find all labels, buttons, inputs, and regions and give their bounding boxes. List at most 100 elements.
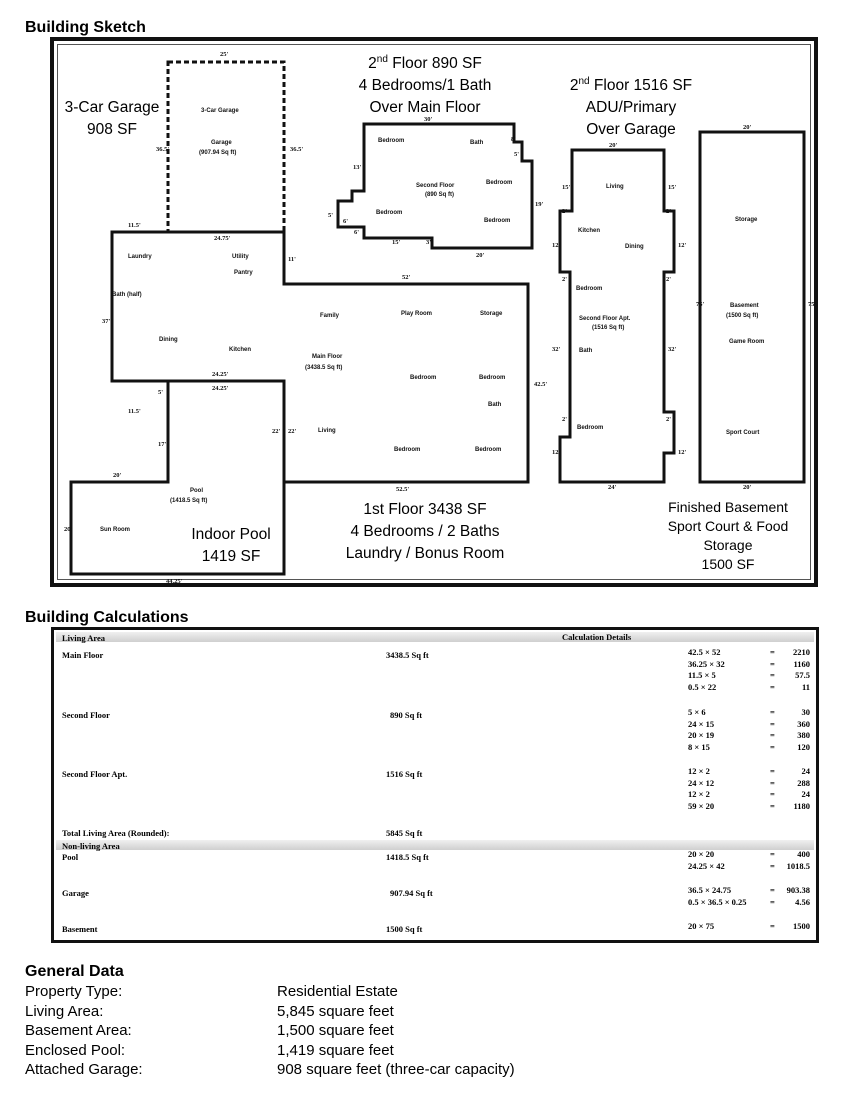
garage-area: (907.94 Sq ft) xyxy=(199,150,236,156)
dimension-label: 30' xyxy=(424,116,433,123)
first-floor-caption: 1st Floor 3438 SF 4 Bedrooms / 2 Baths L… xyxy=(320,499,530,565)
second-floor-caption: 2nd Floor 890 SF 4 Bedrooms/1 Bath Over … xyxy=(320,53,530,119)
bedroom-label: Bedroom xyxy=(479,375,505,381)
dimension-label: 2' xyxy=(666,416,671,423)
calc-equals: = xyxy=(770,707,775,717)
living-area-header-band xyxy=(56,632,814,642)
main-floor-label: Main Floor xyxy=(312,354,343,360)
dimension-label: 24.25' xyxy=(212,385,229,392)
dimension-label: 22' xyxy=(288,428,297,435)
apt-kitchen-label: Kitchen xyxy=(578,228,600,234)
game-room-label: Game Room xyxy=(729,339,764,345)
caption-line: ADU/Primary xyxy=(585,99,677,116)
general-data-value: 908 square feet (three-car capacity) xyxy=(277,1061,515,1078)
calc-row-area: 890 Sq ft xyxy=(390,710,423,720)
caption-line: Over Garage xyxy=(586,121,676,138)
second-floor-area: (890 Sq ft) xyxy=(425,192,454,198)
apt-area: (1516 Sq ft) xyxy=(592,325,624,331)
bath-label: Bath xyxy=(579,348,593,354)
dimension-label: 8' xyxy=(511,136,516,143)
utility-label: Utility xyxy=(232,254,249,260)
dimension-label: 12' xyxy=(552,242,561,249)
calc-formula: 59 × 20 xyxy=(688,800,715,811)
calc-result: 400 xyxy=(797,849,810,859)
general-data-value: 1,500 square feet xyxy=(277,1022,394,1039)
calc-result: 1018.5 xyxy=(786,860,810,871)
calc-formula: 8 × 15 xyxy=(688,741,710,752)
dimension-label: 52' xyxy=(402,274,411,281)
calc-formula: 12 × 2 xyxy=(688,789,710,799)
dimension-label: 6' xyxy=(343,218,348,225)
calc-row-area: 1418.5 Sq ft xyxy=(386,852,429,862)
storage-label: Storage xyxy=(480,311,503,317)
calc-equals: = xyxy=(770,681,775,692)
calc-equals: = xyxy=(770,647,775,657)
pool-caption: Indoor Pool 1419 SF xyxy=(166,524,296,568)
general-data-key: Property Type: xyxy=(25,983,123,1000)
calc-equals: = xyxy=(770,670,775,680)
calculations-table: Living Area Calculation Details Main Flo… xyxy=(51,627,819,943)
dimension-label: 17' xyxy=(158,441,167,448)
calc-result: 1180 xyxy=(793,800,810,811)
calc-result: 24 xyxy=(801,766,811,776)
basement-caption: Finished Basement Sport Court & Food Sto… xyxy=(648,498,808,574)
pantry-label: Pantry xyxy=(234,270,253,276)
bedroom-label: Bedroom xyxy=(394,447,420,453)
dimension-label: 24.75' xyxy=(214,235,231,242)
dimension-label: 2' xyxy=(562,276,567,283)
general-data-value: 1,419 square feet xyxy=(277,1041,394,1059)
calc-formula: 36.25 × 32 xyxy=(688,658,725,669)
calc-row-area: 907.94 Sq ft xyxy=(390,888,433,898)
pool-divider xyxy=(168,379,286,482)
dimension-label: 15' xyxy=(392,239,401,246)
calc-result: 288 xyxy=(797,777,810,788)
dimension-label: 52.5' xyxy=(396,486,409,493)
calc-formula: 12 × 2 xyxy=(688,766,710,776)
dimension-label: 11' xyxy=(288,256,296,263)
caption-line: 2nd Floor 1516 SF xyxy=(569,75,693,94)
dimension-label: 20' xyxy=(609,142,618,149)
dimension-label: 22' xyxy=(272,428,281,435)
dimension-label: 5' xyxy=(328,212,333,219)
dimension-label: 42.5' xyxy=(534,381,547,388)
calc-formula: 11.5 × 5 xyxy=(688,670,716,680)
calc-equals: = xyxy=(770,800,775,811)
dimension-label: 12' xyxy=(552,449,561,456)
dining-label: Dining xyxy=(159,337,178,343)
calc-formula: 20 × 19 xyxy=(688,730,715,740)
dimension-label: 6' xyxy=(354,229,359,236)
calc-row-area: 1516 Sq ft xyxy=(386,769,423,779)
apt-name: Second Floor Apt. xyxy=(579,316,631,322)
caption-line: Over Main Floor xyxy=(369,99,481,116)
sun-room-label: Sun Room xyxy=(100,527,130,533)
caption-line: 908 SF xyxy=(87,121,137,138)
caption-line: 4 Bedrooms/1 Bath xyxy=(358,77,492,94)
sport-court-label: Sport Court xyxy=(726,430,759,436)
dimension-label: 15' xyxy=(562,184,571,191)
calc-row-name: Main Floor xyxy=(62,650,104,660)
general-data-key: Attached Garage: xyxy=(25,1061,143,1078)
general-data-key: Enclosed Pool: xyxy=(25,1041,126,1059)
dimension-label: 37' xyxy=(102,318,111,325)
calc-row-name: Second Floor xyxy=(62,710,110,720)
calc-result: 57.5 xyxy=(795,670,810,680)
calc-equals: = xyxy=(770,730,775,740)
general-data-value: Residential Estate xyxy=(277,983,398,1000)
calc-formula: 0.5 × 22 xyxy=(688,681,717,692)
calc-formula: 20 × 20 xyxy=(688,849,715,859)
calc-equals: = xyxy=(770,860,775,871)
calc-result: 2210 xyxy=(793,647,810,657)
basement-storage-label: Storage xyxy=(735,217,758,223)
dimension-label: 25' xyxy=(220,51,229,58)
garage-room-label: 3-Car Garage xyxy=(201,108,239,114)
calc-equals: = xyxy=(770,885,775,895)
kitchen-label: Kitchen xyxy=(229,347,251,353)
dimension-label: 36.5' xyxy=(156,146,169,153)
building-calculations-title: Building Calculations xyxy=(25,609,189,626)
total-living-area-label: Total Living Area (Rounded): xyxy=(62,828,170,838)
dimension-label: 2' xyxy=(562,208,567,215)
bedroom-label: Bedroom xyxy=(577,425,603,431)
dimension-label: 20' xyxy=(113,472,122,479)
apt-living-label: Living xyxy=(606,184,624,190)
calc-result: 360 xyxy=(797,718,810,729)
